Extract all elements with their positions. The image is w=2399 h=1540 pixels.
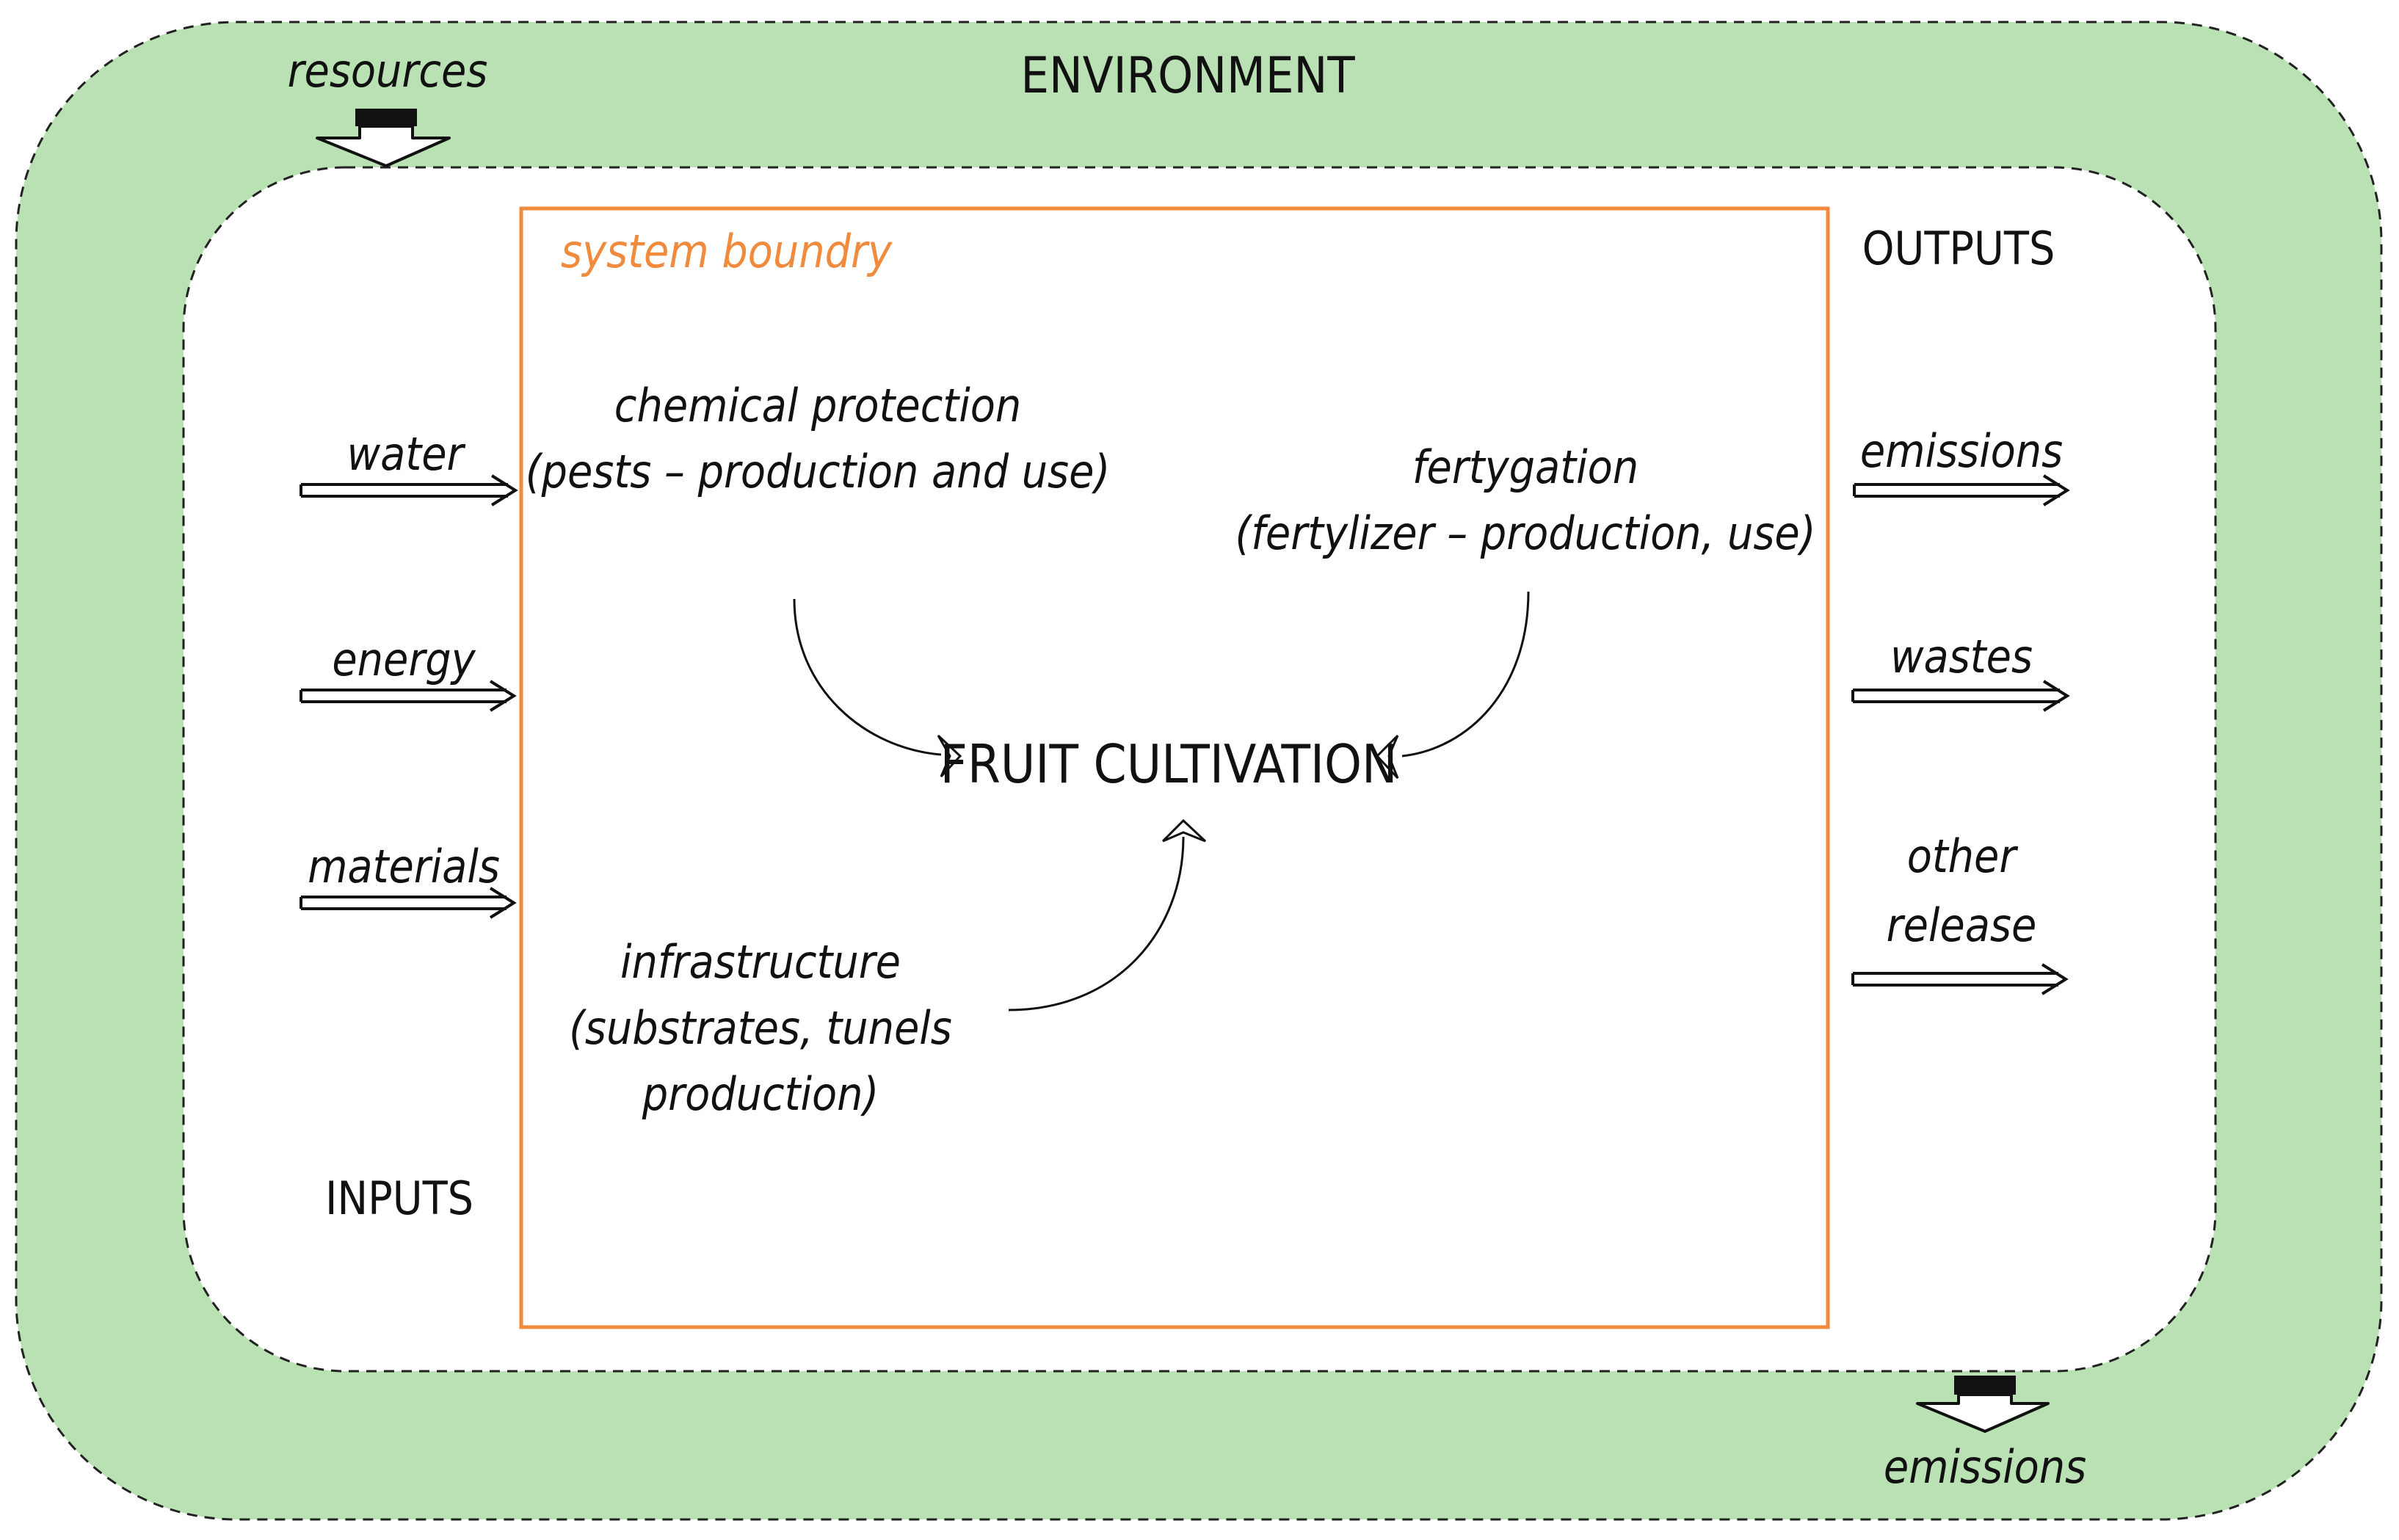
fertygation-line1: fertygation	[1412, 440, 1638, 494]
output-label-other: other	[1907, 829, 2019, 883]
input-arrow-energy	[300, 680, 517, 712]
chemical-protection-line1: chemical protection	[614, 379, 1021, 432]
infrastructure-line2: (substrates, tunels	[569, 1001, 952, 1055]
input-label-water: water	[347, 427, 466, 481]
input-arrow-materials	[300, 887, 517, 919]
fertygation-line2: (fertylizer – production, use)	[1235, 506, 1816, 560]
chemical-protection-line2: (pests – production and use)	[526, 445, 1110, 498]
output-label-emissions: emissions	[1860, 424, 2063, 478]
output-arrow-wastes	[1851, 680, 2070, 712]
input-arrow-water	[300, 474, 518, 506]
system-boundary-label: system boundry	[561, 225, 893, 278]
fruit-cultivation-label: FRUIT CULTIVATION	[940, 733, 1398, 795]
infrastructure-line3: production)	[642, 1067, 879, 1121]
bottom-emissions-arrow	[1916, 1376, 2050, 1433]
output-arrow-emissions	[1853, 474, 2070, 506]
infrastructure-line1: infrastructure	[620, 935, 901, 989]
output-label-wastes: wastes	[1890, 630, 2033, 683]
curve-chemical-to-center	[793, 598, 962, 778]
resources-label: resources	[288, 44, 488, 98]
output-arrow-other-release	[1851, 963, 2069, 995]
technosphere-area	[182, 166, 2217, 1373]
input-label-energy: energy	[332, 633, 476, 686]
input-label-materials: materials	[308, 840, 500, 893]
system-boundary	[519, 206, 1830, 1329]
environment-title: ENVIRONMENT	[1020, 47, 1355, 105]
outputs-title: OUTPUTS	[1862, 222, 2055, 275]
resources-arrow	[316, 109, 451, 167]
output-label-release: release	[1887, 898, 2037, 952]
bottom-emissions-label: emissions	[1884, 1440, 2086, 1494]
curve-fertygation-to-center	[1375, 591, 1530, 780]
inputs-title: INPUTS	[325, 1172, 473, 1225]
curve-infrastructure-to-center	[1008, 818, 1207, 1011]
